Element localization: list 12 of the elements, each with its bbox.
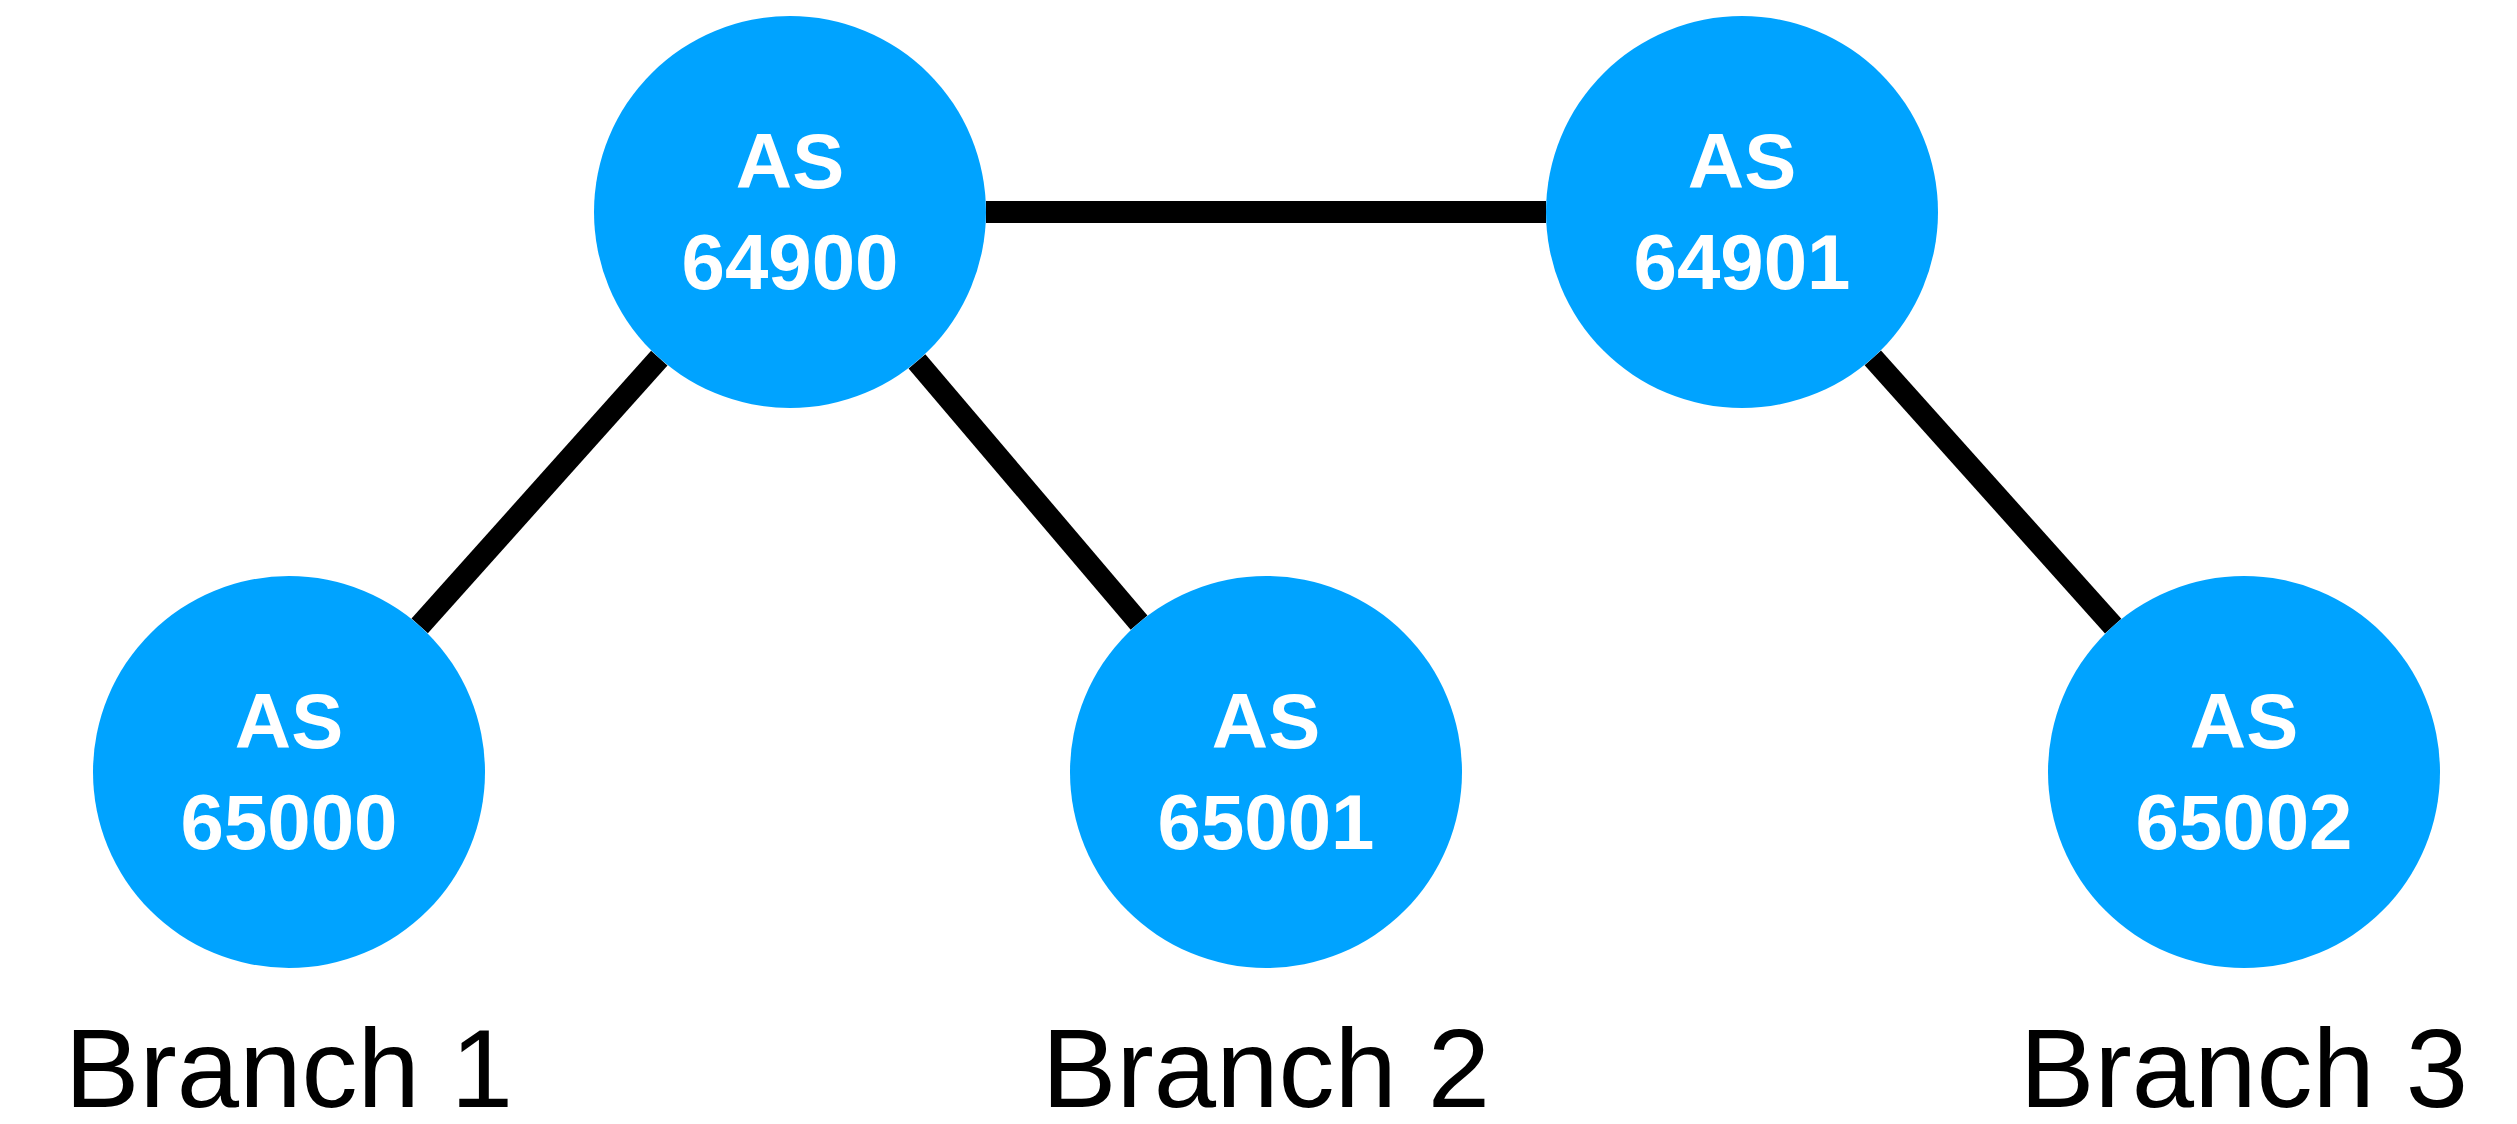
branch-label: Branch 1 [63,1013,515,1124]
as-number: AS 64900 [680,115,900,308]
as-number: AS 65001 [1156,675,1376,868]
connector-line [986,201,1546,223]
branch-label: Branch 3 [2018,1013,2470,1124]
branch-label: Branch 2 [1040,1013,1492,1124]
as-number: AS 64901 [1632,115,1852,308]
connector-line [908,354,1148,630]
connector-line [1864,350,2122,634]
as-number: AS 65002 [2134,675,2354,868]
as-number: AS 65000 [179,675,399,868]
connector-line [411,350,668,634]
